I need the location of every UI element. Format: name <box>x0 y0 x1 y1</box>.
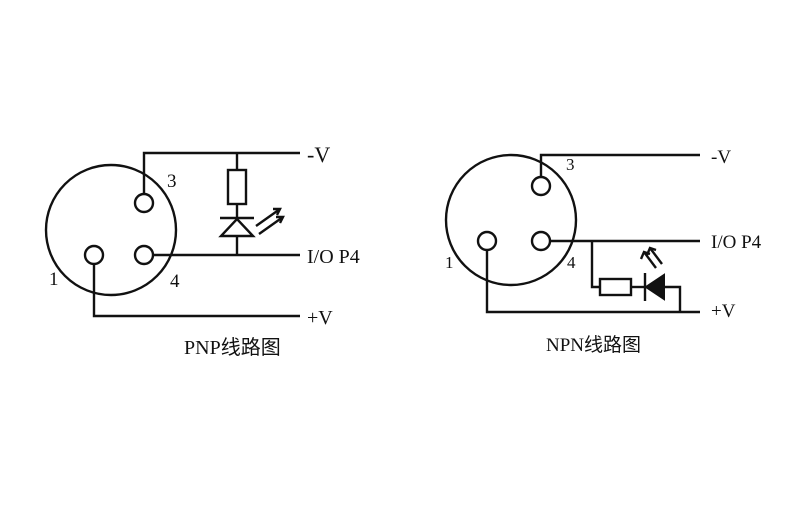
npn-led-icon <box>639 246 665 301</box>
npn-pin-4 <box>530 230 552 252</box>
npn-branch-right <box>664 285 682 312</box>
npn-pin-3 <box>530 175 552 197</box>
npn-wire-pos <box>485 250 700 314</box>
npn-terminal-pos: +V <box>711 301 736 322</box>
pnp-pin-1 <box>83 244 105 266</box>
pnp-pin-4-label: 4 <box>170 271 180 292</box>
npn-pin-1 <box>476 230 498 252</box>
pnp-terminal-neg: -V <box>307 142 330 167</box>
npn-pin-3-label: 3 <box>566 155 575 174</box>
npn-terminal-io: I/O P4 <box>711 232 762 253</box>
npn-caption: NPN线路图 <box>546 334 641 356</box>
pnp-terminal-io: I/O P4 <box>307 246 360 268</box>
npn-connector-body <box>444 153 578 287</box>
npn-wire-neg <box>539 153 700 177</box>
pnp-pin-3 <box>133 192 155 214</box>
pnp-caption: PNP线路图 <box>184 336 281 359</box>
pnp-wire-pos <box>92 264 300 318</box>
npn-terminal-neg: -V <box>711 147 731 168</box>
pnp-diagram: 3 1 4 -V I/O P4 +V PNP线路图 <box>44 142 360 359</box>
npn-resistor <box>598 277 633 297</box>
npn-diagram: 3 1 4 -V I/O P4 +V NPN线路图 <box>444 147 762 356</box>
pnp-wire-neg <box>142 151 300 194</box>
npn-pin-1-label: 1 <box>445 253 454 272</box>
npn-branch-left <box>590 241 600 289</box>
pnp-led-icon <box>218 207 285 238</box>
pnp-pin-4 <box>133 244 155 266</box>
pnp-pin-1-label: 1 <box>49 269 59 290</box>
pnp-pin-3-label: 3 <box>167 171 177 192</box>
npn-pin-4-label: 4 <box>567 253 576 272</box>
pnp-connector-body <box>44 163 178 297</box>
pnp-resistor <box>226 168 248 206</box>
pnp-terminal-pos: +V <box>307 307 333 329</box>
